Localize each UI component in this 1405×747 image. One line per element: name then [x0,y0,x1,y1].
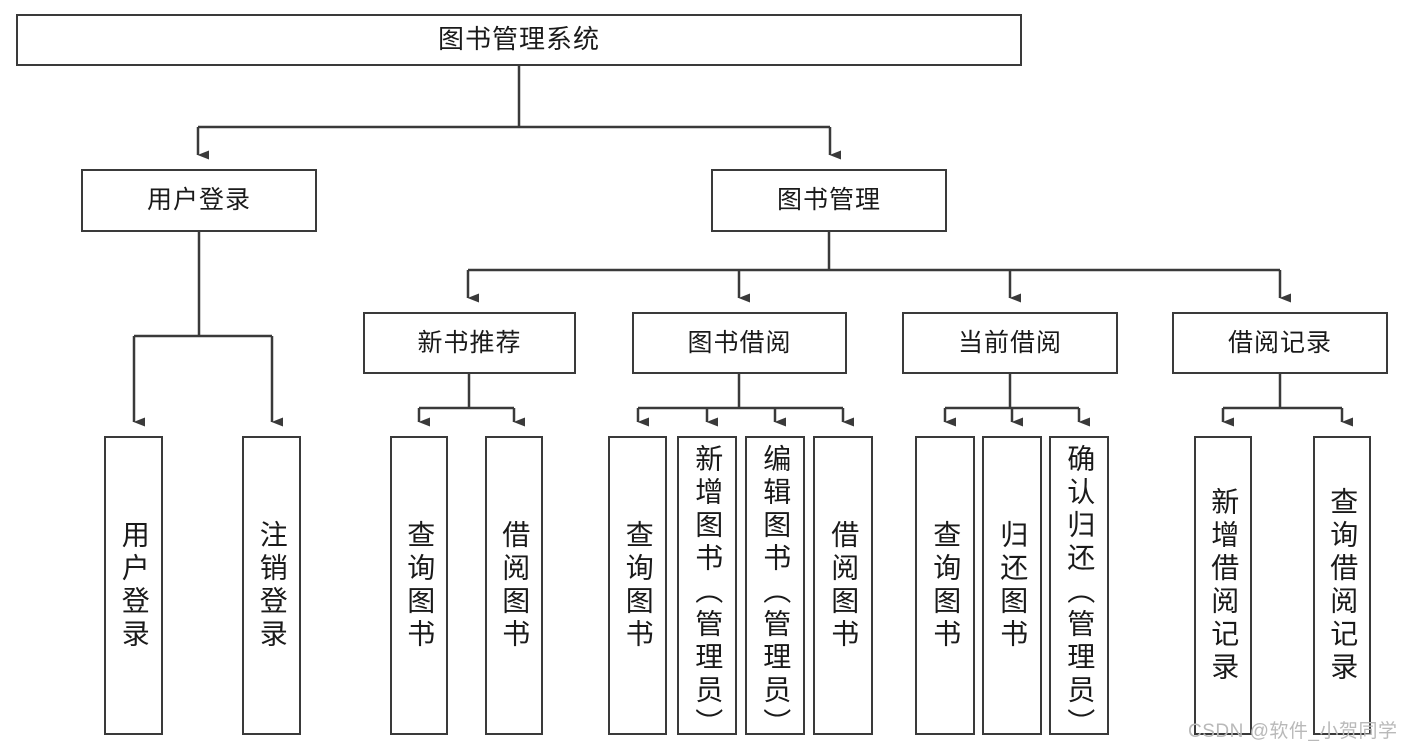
node-leaf-borrow-book-recommend[interactable]: 借阅图书 [485,436,543,735]
node-leaf-borrow-book[interactable]: 借阅图书 [813,436,873,735]
node-label: 归还图书 [997,519,1029,652]
node-label: 用户登录 [146,186,251,215]
node-leaf-confirm-return-admin[interactable]: 确认归还（管理员） [1049,436,1109,741]
node-user-login[interactable]: 用户登录 [81,169,317,232]
node-label: 新增借阅记录 [1208,486,1240,685]
node-leaf-query-book-current[interactable]: 查询图书 [915,436,975,735]
node-leaf-query-book-borrow[interactable]: 查询图书 [608,436,667,735]
node-label: 用户登录 [118,519,150,652]
node-new-book-recommend[interactable]: 新书推荐 [363,312,576,374]
node-label: 图书借阅 [687,328,792,357]
node-label: 新书推荐 [417,328,522,357]
node-leaf-query-book-recommend[interactable]: 查询图书 [390,436,448,735]
node-label: 借阅图书 [499,519,531,652]
node-label: 新增图书（管理员） [692,444,724,741]
node-root-system[interactable]: 图书管理系统 [16,14,1022,66]
node-book-management[interactable]: 图书管理 [711,169,947,232]
node-leaf-edit-book-admin[interactable]: 编辑图书（管理员） [745,436,805,741]
node-label: 查询图书 [622,519,654,652]
node-borrow-record[interactable]: 借阅记录 [1172,312,1388,374]
node-leaf-add-book-admin[interactable]: 新增图书（管理员） [677,436,737,741]
node-label: 图书管理系统 [437,24,600,55]
node-leaf-query-borrow-record[interactable]: 查询借阅记录 [1313,436,1371,735]
node-label: 借阅图书 [828,519,860,652]
node-label: 查询图书 [404,519,436,652]
watermark-text: CSDN @软件_小贺同学 [1188,721,1398,742]
node-label: 当前借阅 [957,328,1062,357]
node-current-borrow[interactable]: 当前借阅 [902,312,1118,374]
node-label: 查询图书 [930,519,962,652]
node-leaf-user-login[interactable]: 用户登录 [104,436,163,735]
node-leaf-logout[interactable]: 注销登录 [242,436,301,735]
node-label: 确认归还（管理员） [1064,444,1096,741]
node-label: 图书管理 [776,186,881,215]
node-book-borrow[interactable]: 图书借阅 [632,312,847,374]
node-leaf-return-book[interactable]: 归还图书 [982,436,1042,735]
node-label: 注销登录 [256,519,288,652]
node-leaf-add-borrow-record[interactable]: 新增借阅记录 [1194,436,1252,735]
node-label: 查询借阅记录 [1327,486,1359,685]
node-label: 编辑图书（管理员） [760,444,792,741]
node-label: 借阅记录 [1227,328,1332,357]
